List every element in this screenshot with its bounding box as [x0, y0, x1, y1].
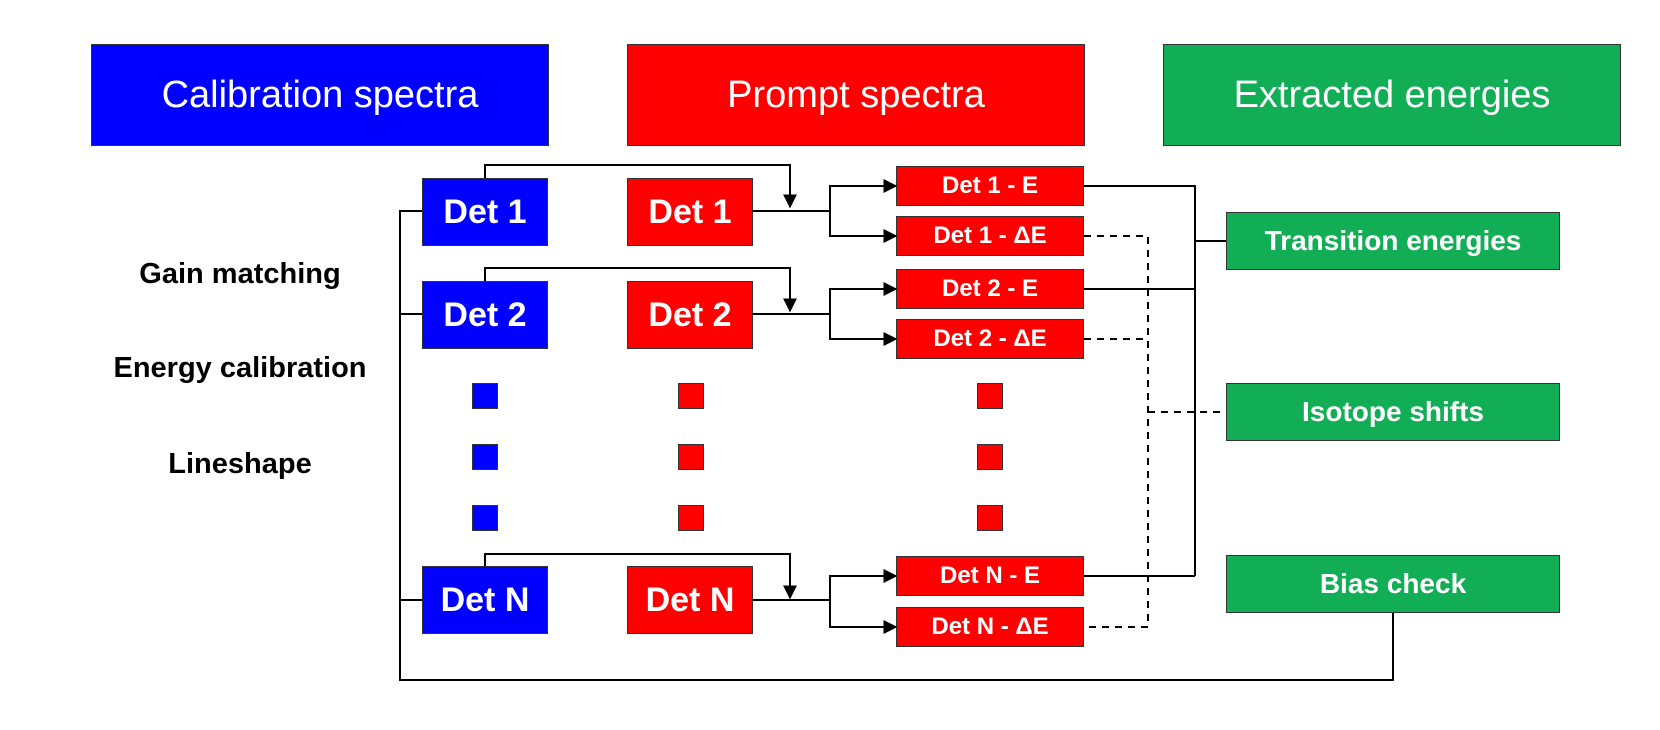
calibration-det-2: Det 2	[422, 281, 548, 349]
ellipsis-dot-blue-3	[472, 505, 498, 531]
prompt-det-n: Det N	[627, 566, 753, 634]
isotope-shifts-box: Isotope shifts	[1226, 383, 1560, 441]
prompt-det-1: Det 1	[627, 178, 753, 246]
extracted-energies-header: Extracted energies	[1163, 44, 1621, 146]
ellipsis-dot-red-2	[678, 444, 704, 470]
ellipsis-dot-red-5	[977, 444, 1003, 470]
ellipsis-dot-blue-2	[472, 444, 498, 470]
branch-1-e	[829, 179, 898, 211]
calib-link-2	[484, 267, 797, 313]
e-bus-1	[1084, 185, 1196, 576]
de-bus-1	[1084, 235, 1149, 628]
step-lineshape: Lineshape	[168, 448, 312, 480]
calib-link-1	[484, 164, 797, 209]
step-energy-calibration: Energy calibration	[113, 352, 367, 384]
branch-n-de	[829, 600, 898, 634]
branch-1-de	[829, 211, 898, 243]
det-1-e-box: Det 1 - E	[896, 166, 1084, 206]
ellipsis-dot-red-1	[678, 383, 704, 409]
calib-link-n	[484, 553, 797, 600]
prompt-spectra-header: Prompt spectra	[627, 44, 1085, 146]
ellipsis-dot-red-4	[977, 383, 1003, 409]
ellipsis-dot-red-6	[977, 505, 1003, 531]
bias-feedback-line	[399, 210, 1394, 681]
det-n-e-box: Det N - E	[896, 556, 1084, 596]
det-2-e-box: Det 2 - E	[896, 269, 1084, 309]
calibration-det-1: Det 1	[422, 178, 548, 246]
det-1-de-box: Det 1 - ΔE	[896, 216, 1084, 256]
calibration-det-n: Det N	[422, 566, 548, 634]
ellipsis-dot-red-3	[678, 505, 704, 531]
step-gain-matching: Gain matching	[139, 258, 341, 290]
bias-check-box: Bias check	[1226, 555, 1560, 613]
det-2-de-box: Det 2 - ΔE	[896, 319, 1084, 359]
branch-2-de	[829, 314, 898, 346]
prompt-det-2: Det 2	[627, 281, 753, 349]
branch-2-e	[829, 282, 898, 314]
transition-energies-box: Transition energies	[1226, 212, 1560, 270]
calibration-spectra-header: Calibration spectra	[91, 44, 549, 146]
branch-n-e	[829, 569, 898, 600]
ellipsis-dot-blue-1	[472, 383, 498, 409]
det-n-de-box: Det N - ΔE	[896, 607, 1084, 647]
